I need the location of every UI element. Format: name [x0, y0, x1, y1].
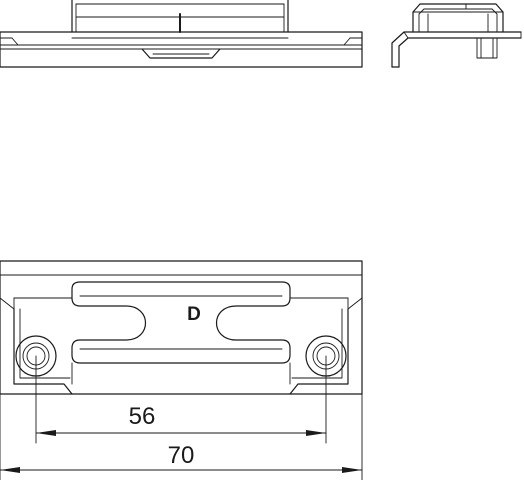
dimension-arrowhead-right — [342, 467, 362, 473]
part-marking-label: D — [187, 304, 201, 325]
plan-view-inner-pocket — [13, 297, 349, 395]
side-view-keeper-housing — [412, 3, 504, 33]
front-elevation-base-plate — [0, 31, 363, 68]
dimension-hole-spacing-label: 56 — [129, 403, 156, 430]
side-view-bracket — [391, 31, 522, 68]
dimension-arrowhead-left — [36, 430, 56, 436]
dimension-arrowhead-left — [0, 467, 20, 473]
front-elevation-view — [0, 0, 363, 68]
front-elevation-keeper-block — [71, 0, 289, 39]
front-elevation-recess — [141, 48, 221, 59]
plan-view-outer-plate — [0, 260, 363, 395]
side-view — [391, 3, 522, 68]
dimension-hole-spacing: 56 — [35, 355, 327, 444]
dimension-overall-length-label: 70 — [168, 442, 195, 469]
dimension-overall-length: 70 — [0, 393, 363, 481]
plan-view: D — [0, 260, 363, 395]
side-view-screw-boss — [476, 37, 498, 59]
dimension-arrowhead-right — [306, 430, 326, 436]
plan-view-keeper-slot — [71, 281, 291, 385]
